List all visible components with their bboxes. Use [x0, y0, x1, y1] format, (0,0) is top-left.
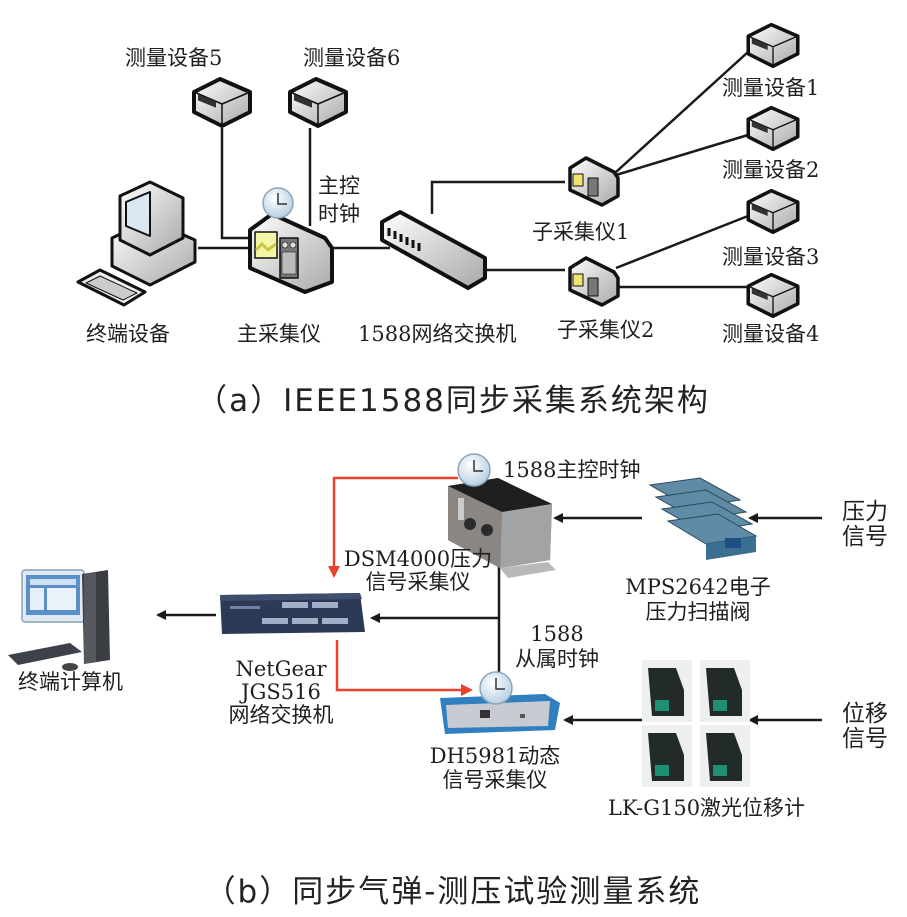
- link-sub1-dev2: [615, 133, 749, 177]
- label-slave-clock: 1588 从属时钟: [515, 622, 599, 671]
- master-clock-b-icon: [457, 453, 491, 487]
- sub-acquisition-2-icon: [568, 256, 620, 307]
- label-master-acquisition: 主采集仪: [237, 322, 321, 346]
- label-dh5981: DH5981动态 信号采集仪: [429, 744, 561, 792]
- sync-link-master-to-switch: [328, 476, 458, 578]
- label-network-switch: 1588网络交换机: [358, 322, 517, 346]
- label-device-1: 测量设备1: [722, 76, 820, 100]
- label-master-clock-b: 1588主控时钟: [503, 458, 641, 482]
- part-b-data-links: [156, 513, 822, 725]
- device-1-icon: [746, 22, 800, 68]
- device-3-icon: [746, 188, 800, 234]
- netgear-switch-icon: [220, 593, 365, 634]
- label-terminal: 终端设备: [86, 322, 170, 346]
- label-sub-acquisition-1: 子采集仪1: [532, 220, 630, 244]
- label-terminal-pc: 终端计算机: [18, 670, 123, 694]
- dsm4000-icon: [448, 478, 556, 578]
- device-4-icon: [746, 272, 800, 318]
- label-device-6: 测量设备6: [303, 46, 401, 70]
- label-sub-acquisition-2: 子采集仪2: [557, 318, 655, 342]
- terminal-computer-icon: [76, 180, 197, 307]
- label-dsm4000: DSM4000压力 信号采集仪: [343, 547, 493, 594]
- master-acquisition-icon: [248, 212, 334, 294]
- label-master-clock: 主控 时钟: [318, 174, 360, 226]
- label-displacement-signal: 位移 信号: [842, 701, 888, 752]
- device-5-icon: [192, 77, 252, 128]
- device-6-icon: [288, 77, 348, 128]
- lk-g150-sensors-icon: [642, 660, 750, 787]
- part-a-links: [198, 51, 749, 289]
- link-dev5-master: [220, 128, 250, 240]
- label-netgear-switch: NetGear JGS516 网络交换机: [228, 657, 334, 727]
- caption-part-a: （a）IEEE1588同步采集系统架构: [196, 383, 710, 419]
- device-2-icon: [746, 105, 800, 151]
- label-device-5: 测量设备5: [125, 46, 223, 70]
- link-sub1-dev1: [615, 51, 749, 173]
- label-lk-g150: LK-G150激光位移计: [608, 796, 806, 820]
- laser-sensor: [700, 660, 750, 722]
- network-switch-icon: [380, 210, 487, 290]
- laser-sensor: [642, 725, 692, 787]
- link-switch-sub1: [430, 180, 565, 214]
- sync-link-switch-to-slave: [335, 640, 473, 696]
- label-device-4: 测量设备4: [722, 322, 820, 346]
- dh5981-icon: [440, 694, 560, 734]
- slave-clock-icon: [479, 671, 513, 705]
- label-pressure-signal: 压力 信号: [842, 499, 888, 550]
- laser-sensor: [700, 725, 750, 787]
- laser-sensor: [642, 660, 692, 722]
- caption-part-b: （b）同步气弹-测压试验测量系统: [204, 874, 702, 910]
- master-clock-icon: [262, 187, 294, 219]
- label-mps2642: MPS2642电子 压力扫描阀: [625, 575, 771, 624]
- mps2642-icon: [648, 477, 758, 560]
- part-b-sync-links: [328, 476, 473, 696]
- sub-acquisition-1-icon: [568, 156, 620, 207]
- label-device-3: 测量设备3: [722, 245, 820, 269]
- terminal-pc-icon: [8, 569, 110, 671]
- link-sub2-dev3: [615, 214, 749, 270]
- label-device-2: 测量设备2: [722, 158, 820, 182]
